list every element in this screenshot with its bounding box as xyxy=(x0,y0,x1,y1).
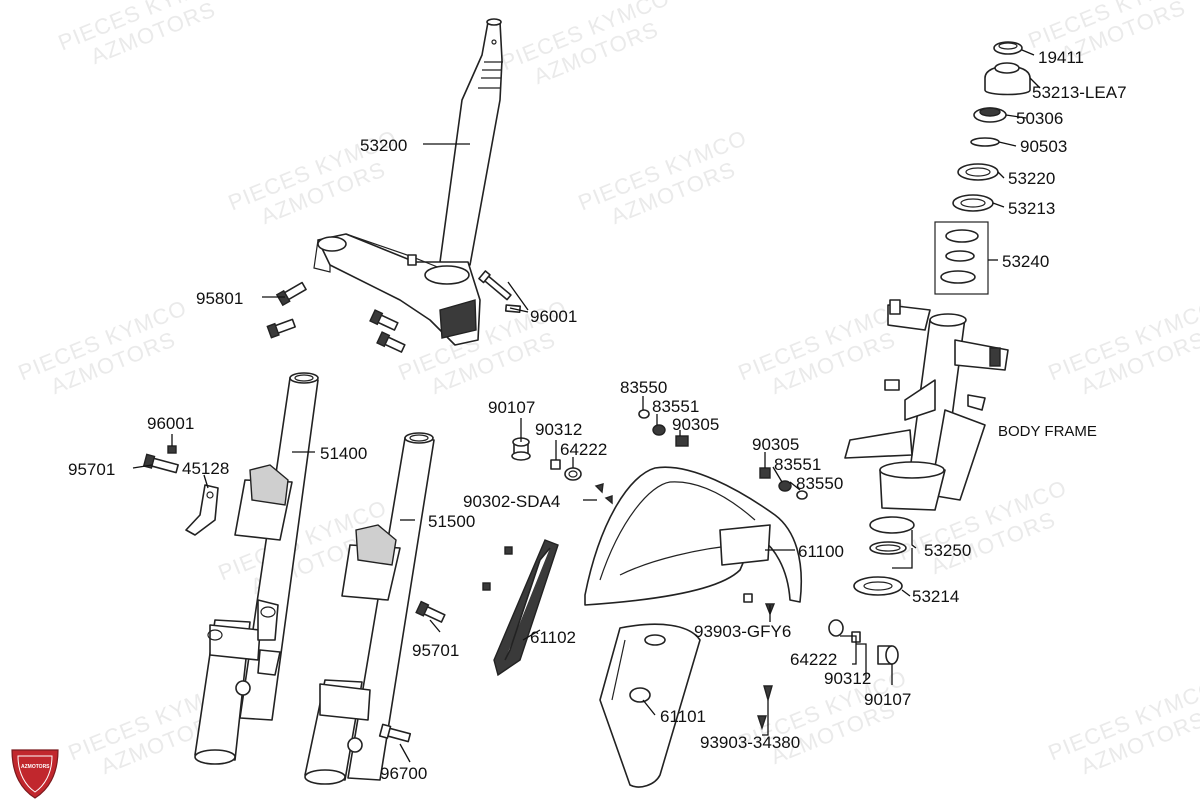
label-95701-mid: 95701 xyxy=(412,641,459,660)
part-labels: 19411 53213-LEA7 50306 90503 53220 53213… xyxy=(68,48,1127,783)
fender-lower-61101 xyxy=(599,623,701,788)
small-fasteners xyxy=(482,483,776,731)
label-90312-left: 90312 xyxy=(535,420,582,439)
label-53213-lea7: 53213-LEA7 xyxy=(1032,83,1127,102)
label-45128: 45128 xyxy=(182,459,229,478)
label-61101: 61101 xyxy=(660,707,706,726)
label-51400: 51400 xyxy=(320,444,367,463)
label-53240: 53240 xyxy=(1002,252,1049,271)
label-83551-right: 83551 xyxy=(774,455,821,474)
label-53220: 53220 xyxy=(1008,169,1055,188)
label-64222-right: 64222 xyxy=(790,650,837,669)
logo-text: AZMOTORS xyxy=(21,764,50,770)
leader-lines xyxy=(132,49,1041,763)
label-61102: 61102 xyxy=(530,628,576,647)
fender-strip-61102 xyxy=(493,539,559,677)
stem-bolts xyxy=(266,270,522,353)
fork-leg-right xyxy=(304,432,435,785)
label-83551-top: 83551 xyxy=(652,397,699,416)
label-53200: 53200 xyxy=(360,136,407,155)
label-96700: 96700 xyxy=(380,764,427,783)
label-96001-top: 96001 xyxy=(530,307,577,326)
bearing-stack xyxy=(934,41,1031,295)
label-96001-left: 96001 xyxy=(147,414,194,433)
label-90107-right: 90107 xyxy=(864,690,911,709)
left-hardware xyxy=(511,437,582,481)
label-body-frame: BODY FRAME xyxy=(998,423,1097,440)
label-50306: 50306 xyxy=(1016,109,1063,128)
label-90305-top: 90305 xyxy=(672,415,719,434)
label-83550-right: 83550 xyxy=(796,474,843,493)
label-53213: 53213 xyxy=(1008,199,1055,218)
label-90302-sda4: 90302-SDA4 xyxy=(463,492,560,511)
label-90305-right: 90305 xyxy=(752,435,799,454)
label-93903-34380: 93903-34380 xyxy=(700,733,800,752)
label-93903-gfy6: 93903-GFY6 xyxy=(694,622,791,641)
front-fender xyxy=(584,466,803,606)
label-90503: 90503 xyxy=(1020,137,1067,156)
label-64222-left: 64222 xyxy=(560,440,607,459)
label-19411: 19411 xyxy=(1038,48,1084,67)
steering-stem xyxy=(313,18,503,346)
label-90312-right: 90312 xyxy=(824,669,871,688)
label-90107-left: 90107 xyxy=(488,398,535,417)
azmotors-logo: AZMOTORS xyxy=(11,749,59,799)
label-95801: 95801 xyxy=(196,289,243,308)
fork-bolts xyxy=(378,600,446,743)
body-frame xyxy=(844,299,1009,511)
lower-bearing xyxy=(853,516,915,596)
label-61100: 61100 xyxy=(798,542,844,561)
label-95701-left: 95701 xyxy=(68,460,115,479)
label-53250: 53250 xyxy=(924,541,971,560)
label-51500: 51500 xyxy=(428,512,475,531)
label-83550-top: 83550 xyxy=(620,378,667,397)
top-nut-cluster xyxy=(638,409,689,447)
label-53214: 53214 xyxy=(912,587,959,606)
fork-leg-left xyxy=(194,372,319,765)
bracket-45128 xyxy=(142,445,219,536)
